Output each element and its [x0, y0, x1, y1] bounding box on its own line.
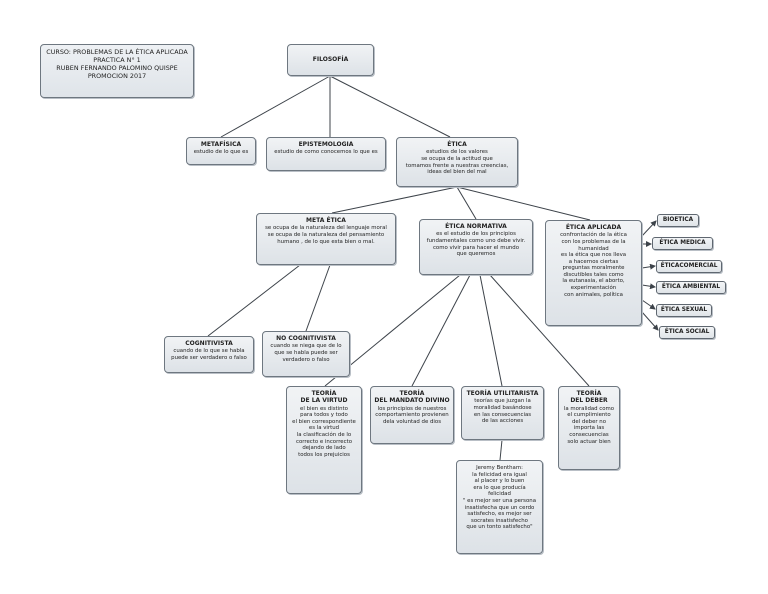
- node-teoria-deber-body: la moralidad como el cumplimiento del de…: [563, 405, 615, 445]
- edge-filosofia-etica: [329, 75, 451, 138]
- node-metafisica-title: METAFÍSICA: [200, 141, 242, 148]
- node-cognitivista-title: COGNITIVISTA: [185, 340, 233, 347]
- node-etica-aplicada: ÉTICA APLICADA confrontación de la ética…: [545, 220, 642, 326]
- node-no-cognitivista: NO COGNITIVISTA cuando se niega que de l…: [262, 331, 350, 377]
- node-teoria-utilitarista-body: teorías que juzgan la moralidad basándos…: [473, 398, 532, 425]
- edge-filosofia-metafisica: [220, 75, 331, 138]
- arrow-to-etica-comercial: [641, 263, 656, 270]
- branch-etica-medica: ÉTICA MEDICA: [652, 237, 713, 250]
- node-teoria-deber: TEORÍA DEL DEBER la moralidad como el cu…: [558, 386, 620, 470]
- edge-utilitarista-bentham: [499, 439, 503, 461]
- branch-bioetica: BIOETICA: [657, 214, 699, 227]
- node-meta-etica-body: se ocupa de la naturaleza del lenguaje m…: [265, 225, 387, 245]
- node-teoria-virtud: TEORÍA DE LA VIRTUD el bien es distinto …: [286, 386, 362, 494]
- node-cognitivista: COGNITIVISTA cuando de lo que se habla p…: [164, 336, 254, 373]
- node-teoria-utilitarista: TEORÍA UTILITARISTA teorías que juzgan l…: [461, 386, 544, 440]
- arrow-to-etica-sexual: [641, 299, 656, 310]
- node-no-cognitivista-title: NO COGNITIVISTA: [276, 335, 336, 342]
- node-teoria-mandato-body: los principios de nuestros comportamient…: [375, 405, 449, 425]
- node-etica-normativa: ÉTICA NORMATIVA es el estudio de los pri…: [419, 219, 533, 275]
- node-epistemologia-body: estudio de como conocemos lo que es: [274, 149, 378, 156]
- node-filosofia-title: FILOSOFÍA: [312, 56, 349, 63]
- node-teoria-mandato-title: TEORÍA DEL MANDATO DIVINO: [374, 390, 450, 405]
- node-cognitivista-body: cuando de lo que se habla puede ser verd…: [171, 348, 247, 361]
- node-teoria-virtud-body: el bien es distinto para todos y todo el…: [292, 405, 356, 458]
- node-teoria-mandato: TEORÍA DEL MANDATO DIVINO los principios…: [370, 386, 454, 444]
- node-etica-aplicada-title: ÉTICA APLICADA: [565, 224, 622, 231]
- node-meta-etica: META ÉTICA se ocupa de la naturaleza del…: [256, 213, 396, 265]
- node-teoria-utilitarista-title: TEORÍA UTILITARISTA: [466, 390, 539, 397]
- node-epistemologia: EPISTEMOLOGIA estudio de como conocemos …: [266, 137, 386, 171]
- node-teoria-deber-title: TEORÍA DEL DEBER: [570, 390, 608, 405]
- edge-normativa-utilitarista: [479, 274, 503, 387]
- node-bentham-body: Jeremy Bentham: la felicidad era igual a…: [462, 465, 536, 531]
- branch-etica-social: ÉTICA SOCIAL: [659, 326, 715, 339]
- branch-etica-ambiental: ÉTICA AMBIENTAL: [656, 281, 726, 294]
- node-bentham: Jeremy Bentham: la felicidad era igual a…: [456, 460, 543, 554]
- course-info-box: CURSO: PROBLEMAS DE LA ÉTICA APLICADA PR…: [40, 44, 194, 98]
- node-metafisica: METAFÍSICA estudio de lo que es: [186, 137, 256, 165]
- edge-normativa-mandato: [411, 274, 471, 387]
- node-meta-etica-title: META ÉTICA: [306, 217, 346, 224]
- edge-meta-no-cognitivista: [305, 264, 331, 332]
- edge-etica-normativa: [456, 186, 477, 220]
- edge-etica-aplicada: [456, 186, 591, 221]
- edge-meta-cognitivista: [207, 264, 301, 337]
- node-etica-normativa-title: ÉTICA NORMATIVA: [445, 223, 507, 230]
- node-etica-title: ÉTICA: [447, 141, 467, 148]
- node-teoria-virtud-title: TEORÍA DE LA VIRTUD: [300, 390, 348, 405]
- arrow-to-bioetica: [641, 220, 657, 237]
- arrow-to-etica-ambiental: [641, 283, 656, 290]
- node-etica-normativa-body: es el estudio de los principios fundamen…: [426, 231, 526, 258]
- arrow-to-etica-social: [641, 311, 659, 331]
- node-etica: ÉTICA estudios de los valores se ocupa d…: [396, 137, 518, 187]
- branch-etica-sexual: ÉTICA SEXUAL: [656, 304, 712, 317]
- edge-etica-meta-etica: [331, 186, 458, 214]
- node-filosofia: FILOSOFÍA: [287, 44, 374, 76]
- node-no-cognitivista-body: cuando se niega que de lo que se habla p…: [270, 343, 342, 363]
- node-metafisica-body: estudio de lo que es: [193, 149, 249, 156]
- node-etica-body: estudios de los valores se ocupa de la a…: [405, 149, 509, 176]
- branch-etica-comercial: ÉTICACOMERCIAL: [656, 260, 722, 273]
- edge-normativa-deber: [489, 274, 590, 387]
- node-epistemologia-title: EPISTEMOLOGIA: [298, 141, 354, 148]
- node-etica-aplicada-body: confrontación de la ética con los proble…: [560, 232, 627, 298]
